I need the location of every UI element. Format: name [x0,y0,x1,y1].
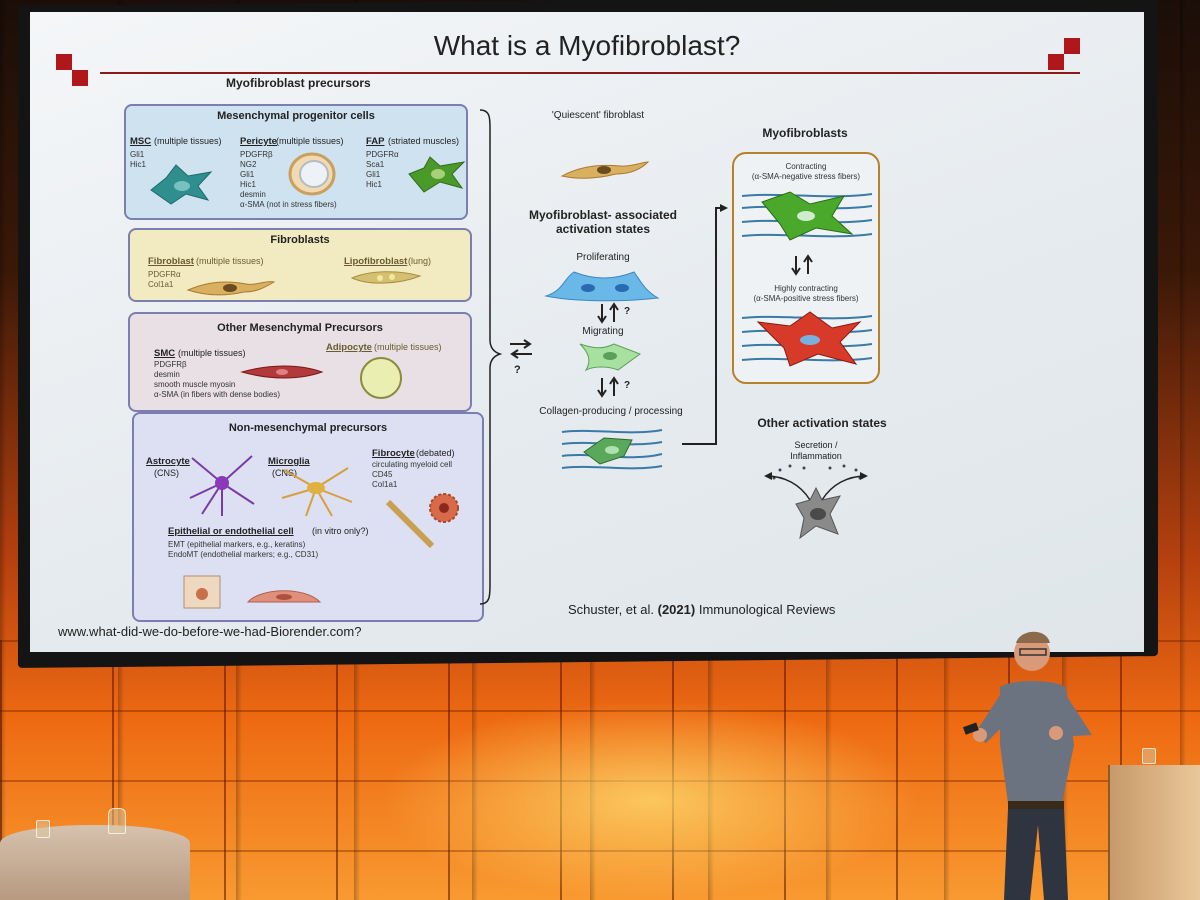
citation-journal: Immunological Reviews [698,602,836,617]
astrocyte-label: Astrocyte [146,456,190,467]
footer-link: www.what-did-we-do-before-we-had-Biorend… [58,624,362,639]
smc-cell-icon [240,365,324,379]
precursor-bracket [479,109,503,605]
secretion-cell-icon [764,464,868,540]
adipocyte-tissue: (multiple tissues) [374,342,442,352]
fibrocyte-label: Fibrocyte [372,448,415,459]
msc-tissue: (multiple tissues) [154,136,222,146]
microglia-label: Microglia [268,456,310,467]
box-title: Non-mesenchymal precursors [228,422,388,434]
up-down-arrows-icon [597,302,619,324]
contracting-myofibroblast-icon [741,191,873,241]
up-down-arrows-icon [597,376,619,398]
myofibroblasts-heading: Myofibroblasts [762,126,848,140]
fibroblasts-box: Fibroblasts Fibroblast (multiple tissues… [128,228,472,302]
citation-year: (2021) [657,602,696,617]
fibroblast-cell-icon [186,281,276,296]
proliferating-label: Proliferating [576,252,630,263]
microglia-tissue: (CNS) [272,468,297,478]
decor-square [72,70,88,86]
msc-markers: Gli1 Hic1 [130,150,147,169]
microglia-cell-icon [281,467,353,517]
title-underline [100,72,1080,74]
smc-tissue: (multiple tissues) [178,348,246,358]
bidirectional-arrows-icon [510,339,532,359]
pericyte-markers: PDGFRβ NG2 Gli1 Hic1 desmin α-SMA (not i… [240,150,337,209]
quiescent-fibroblast-icon [560,161,650,179]
water-carafe [108,808,126,834]
epithelial-cell-icon [183,575,221,609]
other-mesenchymal-box: Other Mesenchymal Precursors SMC (multip… [128,312,472,412]
podium-glass [1142,748,1156,764]
question-mark-2: ? [624,380,631,391]
fibroblast-label: Fibroblast [148,256,194,267]
fibroblast-markers: PDGFRα Col1a1 [148,270,181,289]
quiescent-label: 'Quiescent' fibroblast [551,110,645,121]
fap-label: FAP [366,136,385,147]
box-title: Mesenchymal progenitor cells [217,110,375,122]
pericyte-tissue: (multiple tissues) [276,136,344,146]
highly-contracting-label: Highly contracting (α-SMA-positive stres… [753,284,859,303]
myofibroblasts-box: Contracting (α-SMA-negative stress fiber… [732,152,880,384]
podium [1108,765,1200,900]
adipocyte-label: Adipocyte [326,342,372,353]
decor-square [1048,54,1064,70]
fibrocyte-markers: circulating myeloid cell CD45 Col1a1 [372,460,453,489]
msc-cell-icon [150,164,213,205]
msc-label: MSC [130,136,152,147]
highly-contracting-myofibroblast-icon [741,311,873,367]
lipofibroblast-cell-icon [350,271,422,284]
citation: Schuster, et al. (2021) Immunological Re… [568,602,835,617]
secretion-label: Secretion / Inflammation [790,440,842,461]
fap-cell-icon [408,156,466,193]
astrocyte-tissue: (CNS) [154,468,179,478]
decor-square [1064,38,1080,54]
smc-markers: PDGFRβ desmin smooth muscle myosin α-SMA… [154,360,281,399]
proliferating-cell-icon [544,271,660,302]
contracting-label: Contracting (α-SMA-negative stress fiber… [751,162,861,181]
up-down-arrows-icon [791,254,813,276]
water-glass [36,820,50,838]
fibroblast-tissue: (multiple tissues) [196,256,264,266]
box-title: Fibroblasts [270,234,330,246]
slide-title: What is a Myofibroblast? [433,30,741,61]
migrating-label: Migrating [582,326,624,337]
smc-label: SMC [154,348,176,359]
stage-light-glow [380,700,920,900]
activation-heading: Myofibroblast- associated activation sta… [528,208,678,236]
decor-square [56,54,72,70]
pericyte-cell-icon [288,152,336,196]
astrocyte-cell-icon [189,455,255,516]
question-mark-1: ? [624,306,631,317]
connector-arrow [682,204,728,445]
presentation-slide: What is a Myofibroblast? Myofibroblast p… [30,12,1144,652]
lipofibroblast-tissue: (lung) [408,256,432,266]
citation-authors: Schuster, et al. [568,602,654,617]
round-table [0,825,190,900]
collagen-label: Collagen-producing / processing [539,406,683,417]
endothelial-cell-icon [246,590,322,603]
speaker [962,631,1092,900]
fap-tissue: (striated muscles) [388,136,460,146]
lipofibroblast-label: Lipofibroblast [344,256,408,267]
box-title: Other Mesenchymal Precursors [217,322,383,334]
precursors-heading: Myofibroblast precursors [226,76,371,90]
fap-markers: PDGFRα Sca1 Gli1 Hic1 [366,150,399,189]
collagen-producing-cell-icon [561,429,663,470]
mesenchymal-progenitor-box: Mesenchymal progenitor cells MSC (multip… [124,104,468,220]
epithelial-label: Epithelial or endothelial cell [168,526,294,537]
epithelial-tissue: (in vitro only?) [312,526,369,536]
other-states-heading: Other activation states [757,416,887,430]
pericyte-label: Pericyte [240,136,277,147]
fibrocyte-tissue: (debated) [416,448,455,458]
bracket-question: ? [514,364,521,376]
epithelial-markers: EMT (epithelial markers, e.g., keratins)… [168,540,319,559]
fibrocyte-cell-icon [385,493,459,549]
adipocyte-cell-icon [360,357,402,399]
migrating-cell-icon [579,343,642,372]
non-mesenchymal-box: Non-mesenchymal precursors Astrocyte (CN… [132,412,484,622]
